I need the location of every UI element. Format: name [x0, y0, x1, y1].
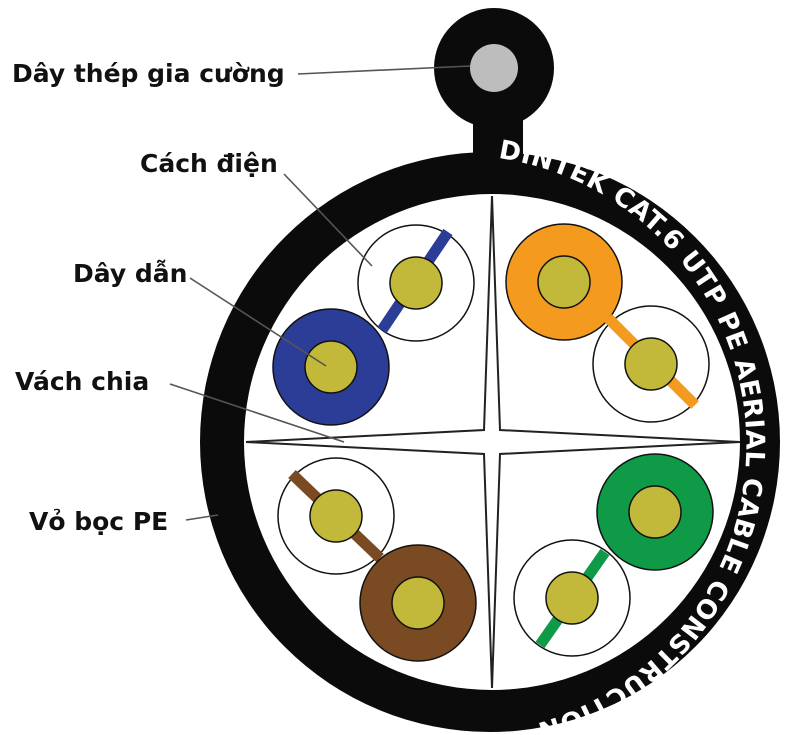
label-insulation: Cách điện	[140, 149, 278, 178]
pair-brown	[277, 457, 477, 662]
conductor-orange	[537, 255, 591, 309]
leader-lines	[169, 65, 471, 521]
messenger-steel-core	[470, 44, 518, 92]
label-jacket: Vỏ bọc PE	[29, 507, 168, 536]
label-separator: Vách chia	[15, 367, 149, 396]
cross-separator	[245, 195, 741, 689]
messenger-wire	[434, 8, 554, 180]
labels: Dây thép gia cường Cách điện Dây dẫn Vác…	[12, 59, 285, 536]
pair-blue	[272, 224, 475, 426]
conductor-white-green	[545, 571, 599, 625]
wire-orange	[505, 223, 623, 341]
pair-orange	[505, 223, 710, 423]
leader-jacket	[185, 514, 219, 521]
wire-white-orange	[592, 305, 710, 423]
wire-blue	[272, 308, 390, 426]
conductor-blue	[304, 340, 358, 394]
conductor-green	[628, 485, 682, 539]
wire-white-green	[513, 539, 631, 657]
conductor-white-blue	[389, 256, 443, 310]
wire-brown	[359, 544, 477, 662]
conductor-white-brown	[309, 489, 363, 543]
pair-green	[513, 453, 714, 657]
wire-white-brown	[277, 457, 395, 575]
label-messenger: Dây thép gia cường	[12, 59, 285, 88]
wire-white-blue	[357, 224, 475, 342]
conductor-brown	[391, 576, 445, 630]
wire-green	[596, 453, 714, 571]
conductor-white-orange	[624, 337, 678, 391]
label-conductor: Dây dẫn	[73, 259, 187, 288]
leader-separator	[169, 383, 345, 443]
leader-insulation	[283, 173, 373, 267]
leader-conductor	[189, 277, 327, 367]
separator-spline	[245, 195, 741, 689]
leader-messenger	[297, 65, 471, 75]
